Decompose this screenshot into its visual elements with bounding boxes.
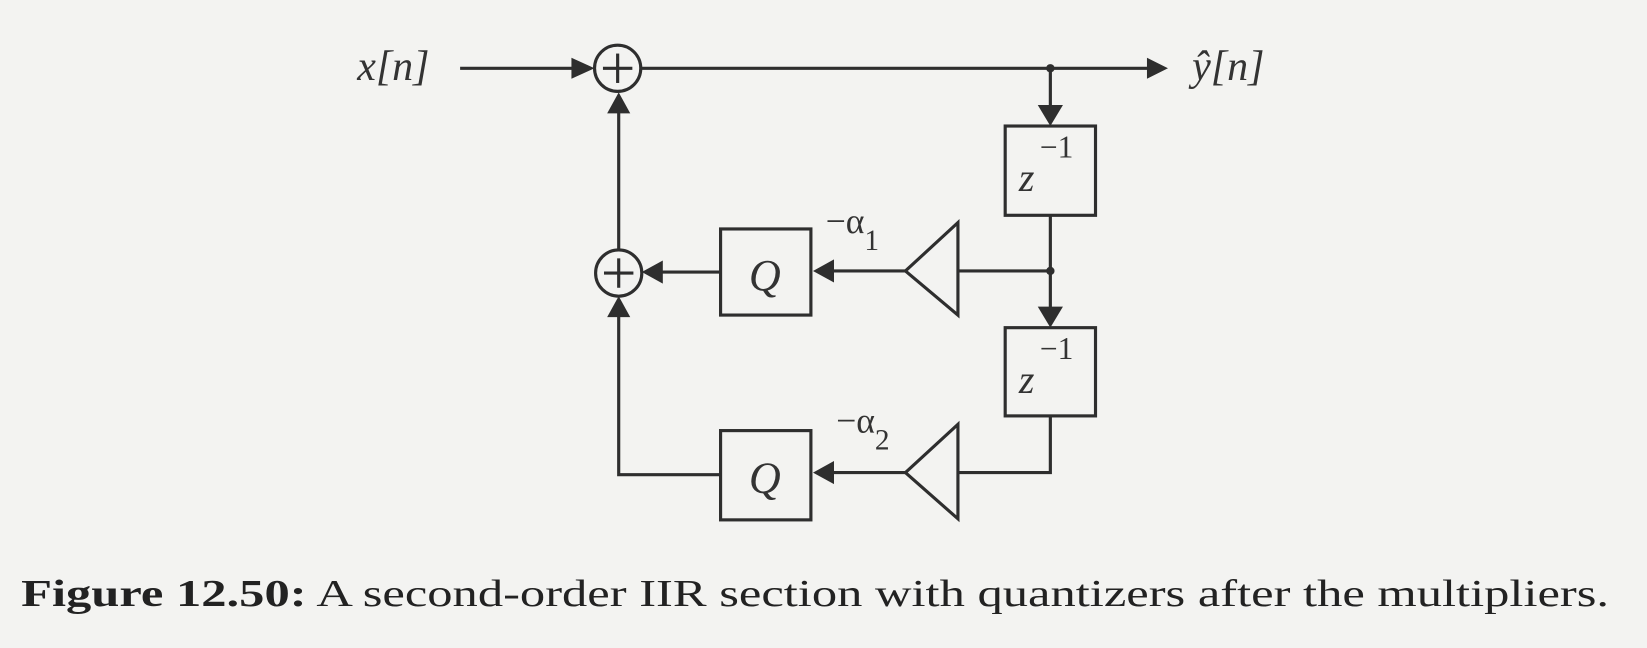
adder2-arrowhead bbox=[641, 260, 663, 284]
adder2-bottom-arrowhead bbox=[607, 296, 631, 318]
delay1-exponent: −1 bbox=[1040, 130, 1074, 165]
q2-arrowhead bbox=[812, 461, 835, 485]
input-label: x[n] bbox=[356, 44, 429, 90]
output-arrowhead bbox=[1146, 57, 1168, 79]
caption-label: Figure 12.50: bbox=[21, 573, 306, 615]
gain1-symbol: −α bbox=[826, 201, 865, 241]
q1-arrowhead bbox=[812, 259, 835, 283]
q2-to-adder2-line bbox=[617, 315, 721, 477]
input-arrowhead bbox=[571, 57, 595, 79]
gain2-symbol: −α bbox=[836, 401, 875, 441]
delay1-arrowhead bbox=[1037, 105, 1063, 127]
gain1-label: −α1 bbox=[826, 201, 880, 257]
gain2-subscript: 2 bbox=[875, 425, 890, 457]
gain2-label: −α2 bbox=[836, 401, 890, 457]
delay2-exponent: −1 bbox=[1040, 331, 1074, 366]
adder-top bbox=[592, 43, 643, 93]
quantizer1-label: Q bbox=[749, 251, 781, 300]
caption-text: A second-order IIR section with quantize… bbox=[307, 573, 1610, 615]
adder1-bottom-arrowhead bbox=[607, 92, 631, 114]
output-label: ŷ[n] bbox=[1188, 44, 1264, 90]
quantizer2-label: Q bbox=[749, 454, 781, 503]
delay2-arrowhead bbox=[1037, 306, 1063, 328]
gain1-triangle bbox=[903, 219, 960, 319]
delay2-base: z bbox=[1018, 357, 1035, 402]
gain1-subscript: 1 bbox=[864, 225, 879, 257]
figure-caption: Figure 12.50: A second-order IIR section… bbox=[21, 573, 1609, 615]
delay1-base: z bbox=[1018, 155, 1035, 200]
branch2-line bbox=[957, 415, 1052, 475]
adder-mid bbox=[594, 248, 644, 298]
gain2-triangle bbox=[903, 420, 960, 523]
